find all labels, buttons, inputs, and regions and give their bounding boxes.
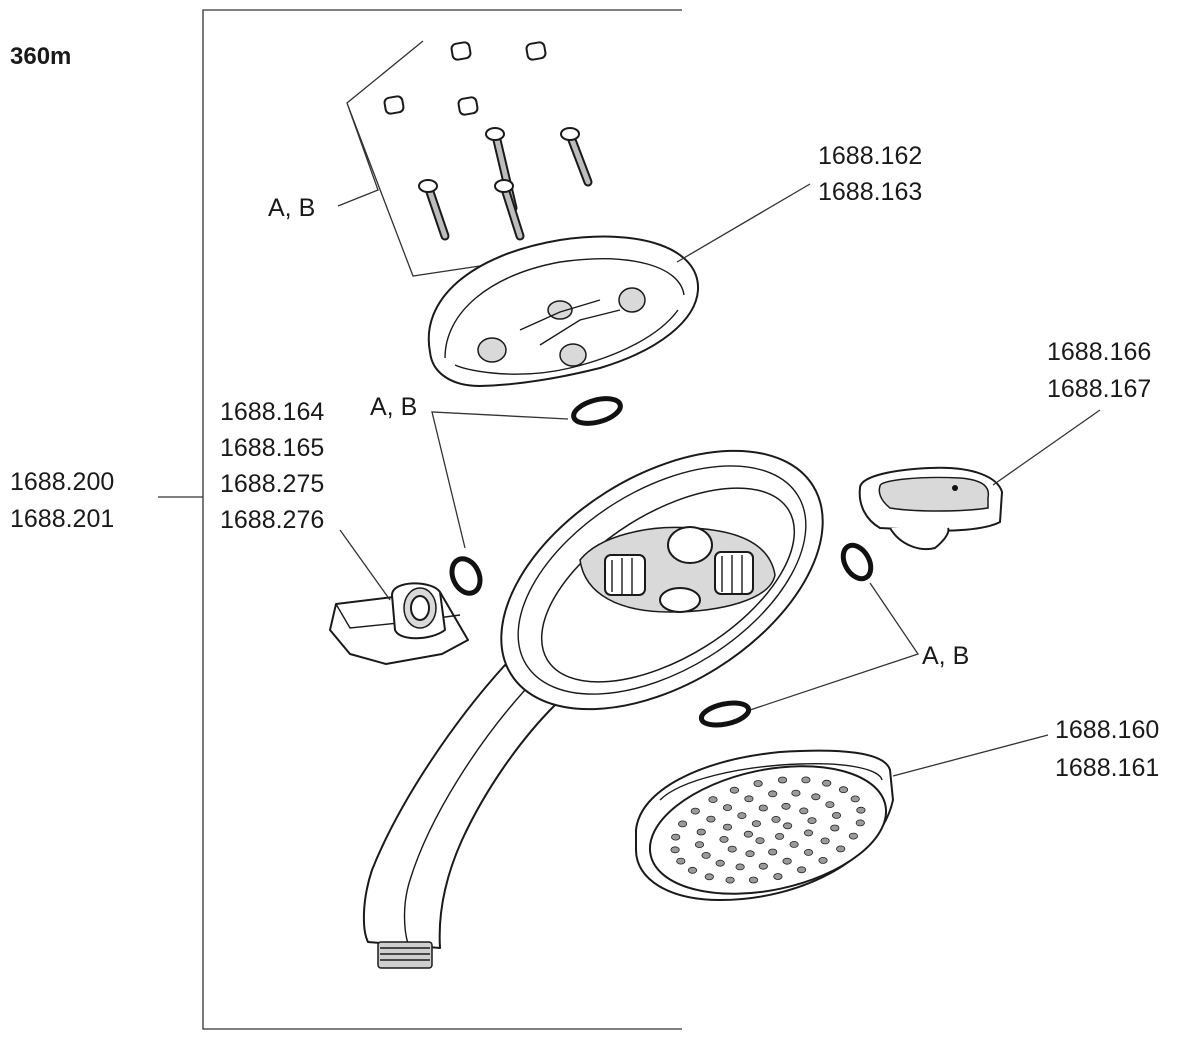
spray-plate-label-2: 1688.161 [1055, 754, 1159, 782]
nozzle-hole [773, 873, 783, 880]
nozzle-hole [722, 823, 733, 831]
nozzle-hole [696, 828, 706, 836]
nozzle-hole [820, 837, 830, 845]
handset-label-1: 1688.200 [10, 468, 114, 496]
spray-plate [635, 749, 894, 901]
nozzle-hole [725, 876, 735, 884]
nozzle-hole [796, 866, 807, 874]
nozzle-hole [836, 845, 846, 853]
nozzle-hole [822, 779, 832, 787]
nozzle-hole [704, 873, 714, 881]
nozzle-hole [676, 857, 686, 865]
nozzle-hole [694, 841, 705, 848]
nozzle-hole [701, 852, 711, 859]
nozzle-hole [751, 820, 762, 827]
nozzle-hole [727, 845, 737, 853]
nozzle-hole [831, 812, 842, 819]
nozzle-hole [782, 857, 792, 865]
nozzle-hole [789, 841, 799, 848]
nozzle-hole [758, 804, 768, 812]
nozzle-hole [811, 793, 821, 801]
nozzle-hole [768, 790, 778, 798]
o-ring-bottom [698, 700, 752, 728]
connector-label-3: 1688.275 [220, 470, 324, 498]
handset-label-2: 1688.201 [10, 505, 114, 533]
nozzle-hole [729, 786, 740, 794]
button-label-1: 1688.166 [1047, 338, 1151, 366]
nozzle-hole [791, 789, 801, 797]
o-ring-left-label: A, B [370, 393, 417, 421]
o-ring-left [449, 556, 483, 596]
spray-plate-label-1: 1688.160 [1055, 716, 1159, 744]
connector-label-2: 1688.165 [220, 434, 324, 462]
nozzle-hole [830, 824, 840, 832]
nozzle-hole [735, 863, 745, 871]
cap-2 [525, 41, 547, 61]
nozzle-hole [744, 795, 754, 803]
nozzle-hole [777, 776, 788, 784]
nozzle-hole [768, 848, 778, 856]
screw-2 [560, 127, 593, 187]
nozzle-hole [745, 850, 755, 858]
back-plate-label-2: 1688.163 [818, 178, 922, 206]
nozzle-hole [803, 829, 814, 837]
nozzle-hole [687, 866, 698, 874]
o-ring-right [840, 542, 874, 582]
back-plate-label-1: 1688.162 [818, 142, 922, 170]
nozzle-hole [671, 833, 681, 841]
nozzle-hole [838, 786, 849, 794]
back-plate [427, 235, 700, 387]
nozzle-hole [799, 807, 809, 815]
nozzle-hole [848, 832, 859, 840]
nozzle-hole [781, 802, 791, 810]
connector-label-1: 1688.164 [220, 398, 324, 426]
hose-connector [329, 582, 469, 665]
nozzle-hole [706, 815, 716, 823]
nozzle-hole [722, 804, 733, 811]
assembly-bracket [158, 9, 682, 1030]
model-name: 360m [10, 43, 71, 70]
nozzle-hole [850, 795, 860, 803]
nozzle-hole [743, 830, 754, 838]
nozzle-hole [753, 780, 763, 787]
nozzle-hole [807, 817, 817, 824]
handset-body [362, 449, 824, 969]
nozzle-hole [803, 849, 814, 856]
screw-4 [494, 179, 525, 241]
nozzle-hole [758, 862, 768, 870]
nozzle-hole [855, 819, 865, 827]
cap-3 [383, 95, 405, 115]
o-ring-right-label: A, B [922, 642, 969, 670]
nozzle-hole [690, 807, 700, 815]
nozzle-hole [719, 836, 729, 843]
mode-button [858, 466, 1003, 550]
o-ring-top [571, 396, 623, 426]
nozzle-hole [782, 822, 793, 830]
nozzle-hole [818, 857, 828, 864]
nozzle-hole [737, 812, 747, 819]
nozzle-hole [748, 876, 759, 884]
nozzle-hole [771, 816, 781, 823]
nozzle-hole [670, 846, 680, 854]
nozzle-hole [856, 806, 866, 814]
nozzle-hole [774, 833, 785, 840]
connector-label-4: 1688.276 [220, 506, 324, 534]
screw-3 [418, 179, 450, 241]
cap-4 [457, 96, 479, 116]
nozzle-hole [801, 776, 811, 784]
nozzle-hole [708, 796, 718, 803]
nozzle-hole [677, 820, 688, 828]
nozzle-hole [755, 837, 765, 844]
screw-kit-label: A, B [268, 194, 315, 222]
nozzle-hole [825, 801, 835, 808]
cap-1 [450, 41, 472, 61]
nozzle-hole [715, 859, 725, 867]
button-label-2: 1688.167 [1047, 375, 1151, 403]
screw-kit [337, 40, 593, 277]
